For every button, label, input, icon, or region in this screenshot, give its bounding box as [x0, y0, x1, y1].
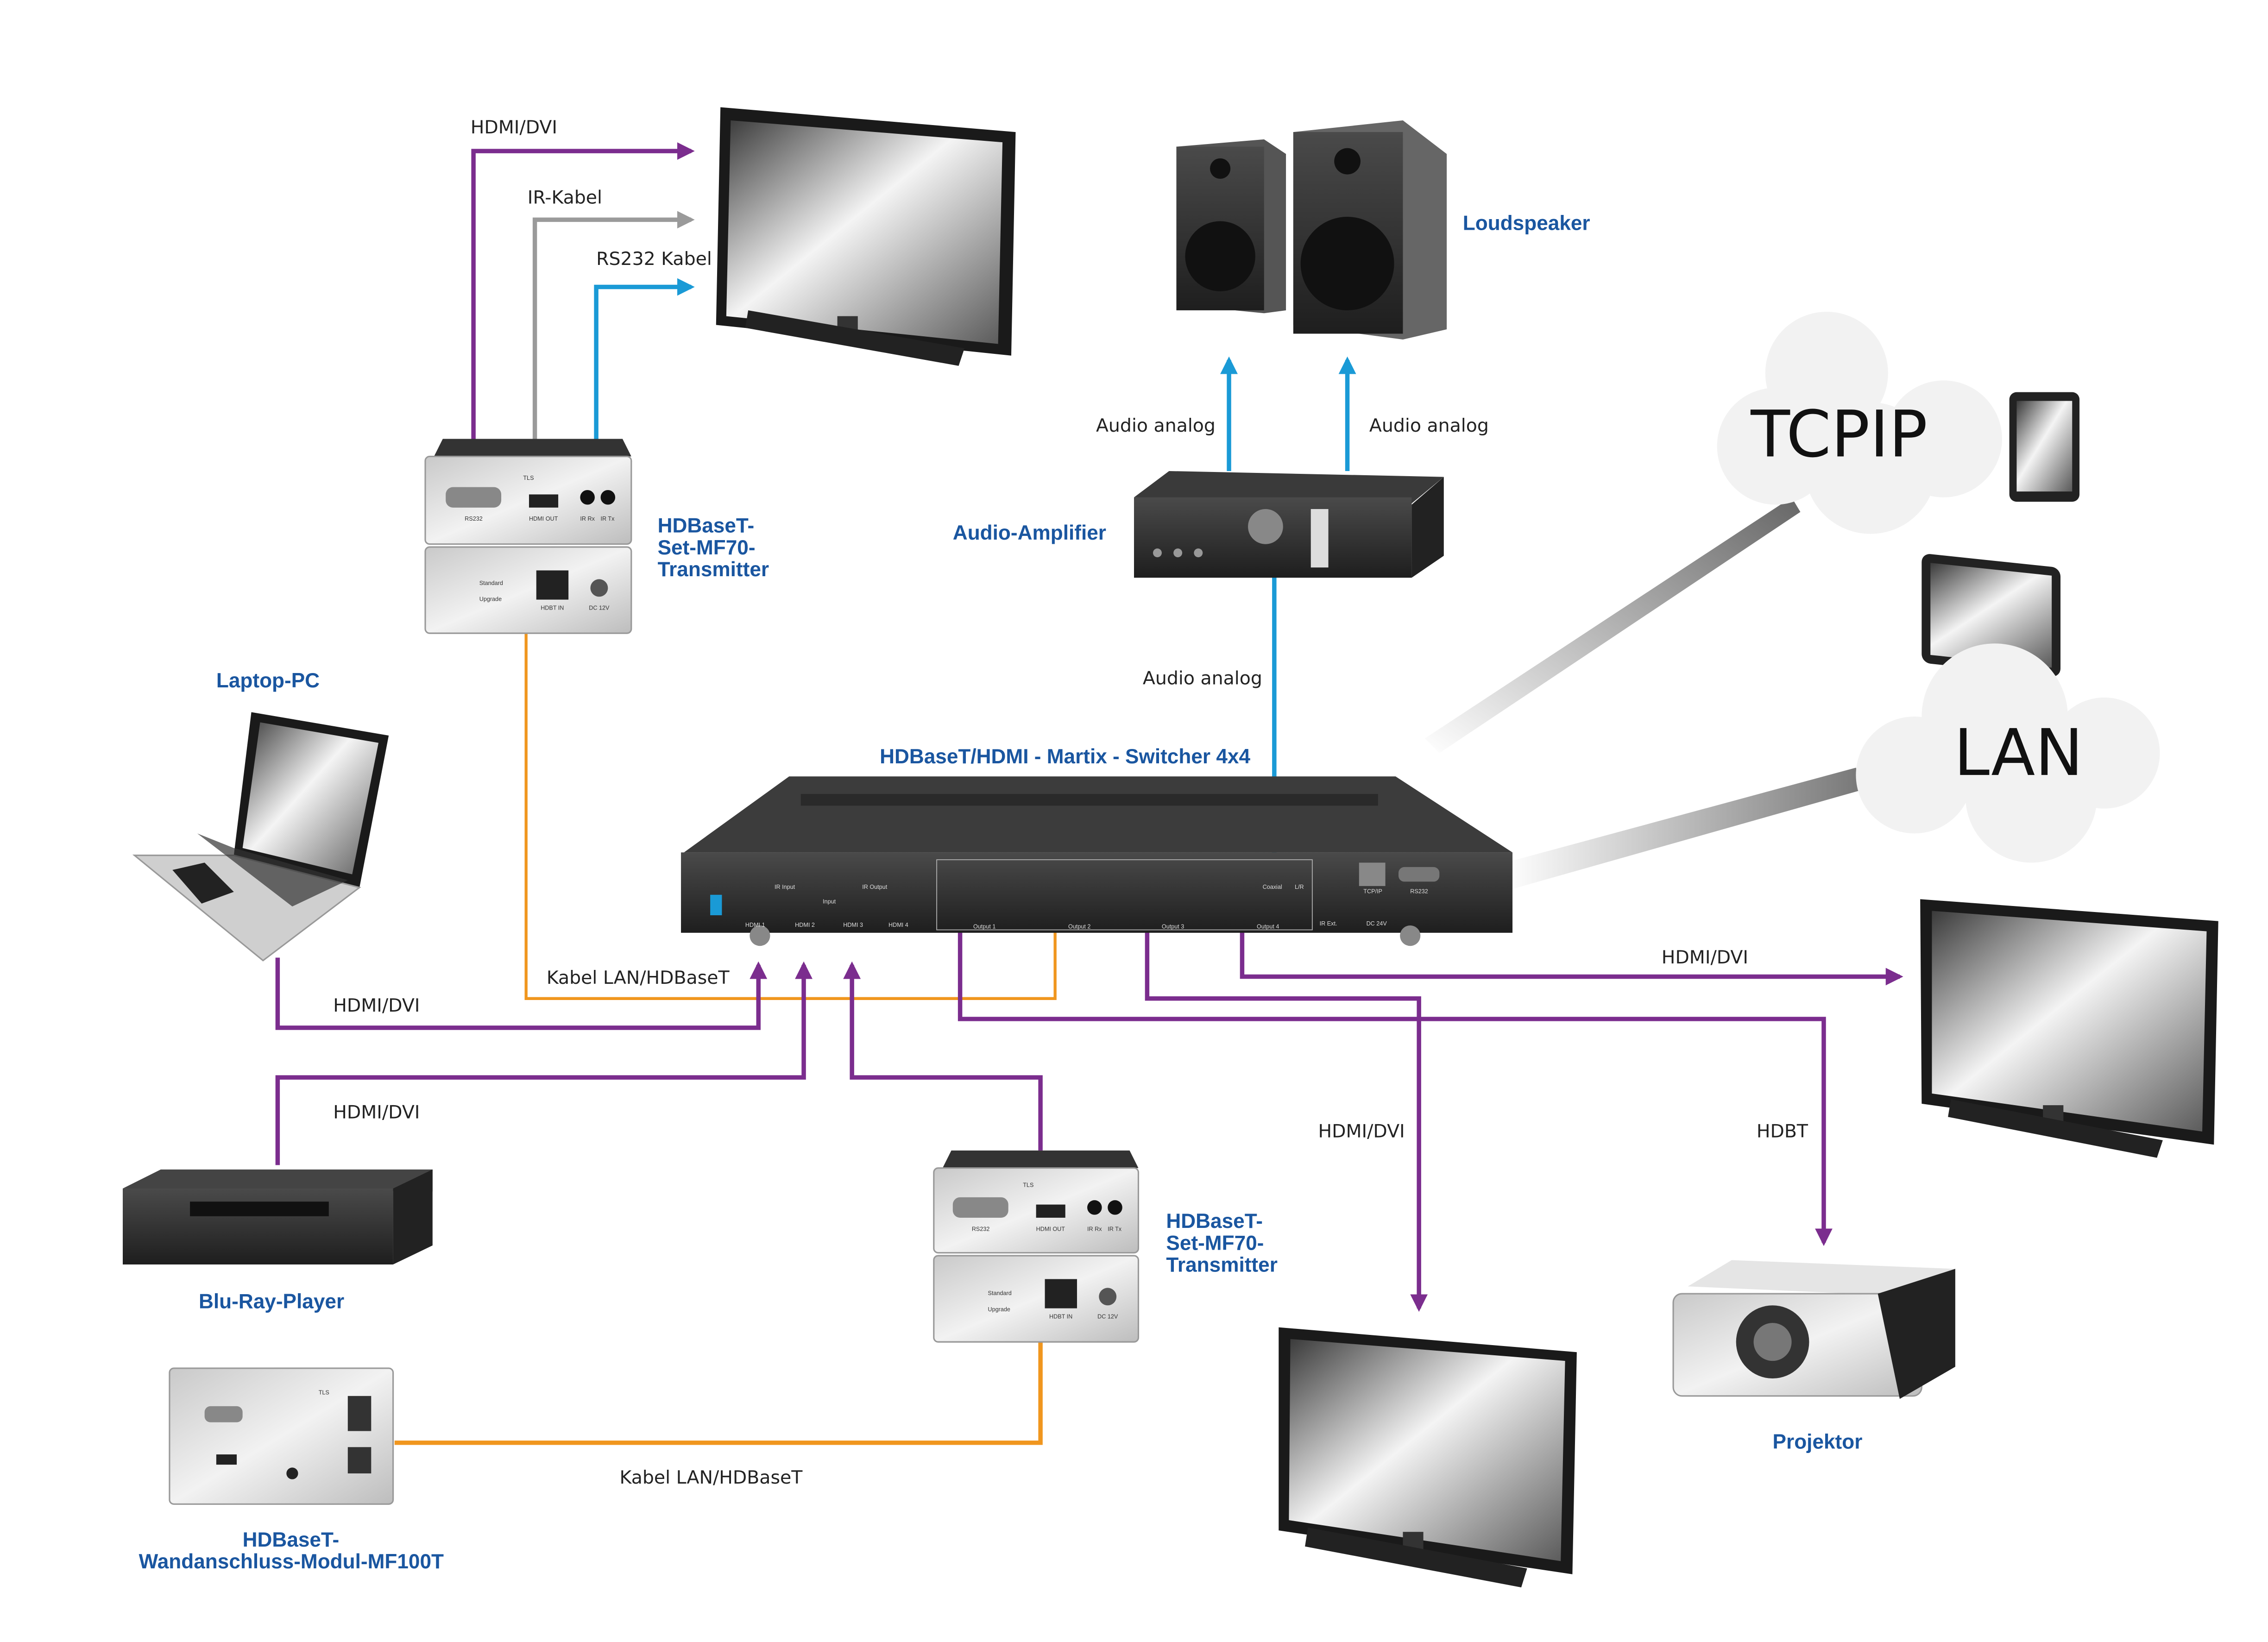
- label-line: Set-MF70-: [658, 536, 756, 559]
- port-coaxial: Coaxial: [1263, 884, 1282, 890]
- rs232-cable-tv1: [594, 278, 695, 439]
- port-output-4: Output 4: [1257, 923, 1279, 930]
- tcpip-label: TCPIP: [1750, 396, 1928, 472]
- laptop-label: Laptop-PC: [216, 669, 320, 692]
- hdbt-cable-projector: [958, 918, 1833, 1246]
- lan-cable-tx1: [524, 633, 1057, 1000]
- brand-logo: TLS: [319, 1390, 329, 1396]
- port-ir-rx: IR Rx: [580, 516, 595, 522]
- port-rs232-switcher: RS232: [1410, 888, 1428, 895]
- transmitter-1-label: HDBaseT- Set-MF70- Transmitter: [658, 514, 769, 581]
- switch-upgrade: Upgrade: [988, 1306, 1010, 1313]
- port-ir-output: IR Output: [862, 884, 887, 890]
- lan-cloud: LAN: [1856, 643, 2160, 863]
- label-line: Set-MF70-: [1166, 1232, 1264, 1254]
- bluray-label: Blu-Ray-Player: [199, 1290, 344, 1313]
- label-ir-kabel: IR-Kabel: [528, 187, 602, 208]
- label-line: Transmitter: [658, 558, 769, 581]
- port-ir-ext: IR Ext.: [1320, 920, 1337, 927]
- label-hdmi-tv1: HDMI/DVI: [471, 117, 557, 138]
- port-ir-tx: IR Tx: [1108, 1226, 1122, 1232]
- bluray-player: [122, 1169, 433, 1265]
- label-line: Wandanschluss-Modul-MF100T: [139, 1550, 444, 1573]
- label-audio-switcher: Audio analog: [1143, 668, 1262, 689]
- label-hdmi-laptop: HDMI/DVI: [333, 995, 420, 1016]
- lan-link-beam: [1505, 768, 1864, 889]
- tv-monitor-2: [1920, 899, 2218, 1158]
- tcpip-cloud: TCPIP: [1717, 312, 2002, 534]
- label-line: HDBaseT-: [243, 1529, 340, 1551]
- wall-module-label: HDBaseT- Wandanschluss-Modul-MF100T: [139, 1529, 444, 1573]
- label-lan-wallmodule: Kabel LAN/HDBaseT: [620, 1467, 803, 1488]
- hdmi-cable-tx2: [843, 961, 1043, 1151]
- tv-monitor-3: [1279, 1327, 1577, 1588]
- label-line: HDBaseT-: [658, 514, 755, 537]
- label-rs232-kabel: RS232 Kabel: [596, 248, 712, 270]
- hdmi-cable-laptop: [275, 957, 768, 1030]
- switch-standard: Standard: [988, 1290, 1012, 1296]
- hdmi-cable-tv3: [1145, 918, 1428, 1312]
- hdmi-cable-tv2: [1240, 918, 1903, 986]
- switcher-label: HDBaseT/HDMI - Martix - Switcher 4x4: [880, 745, 1250, 768]
- port-input-group: Input: [823, 899, 836, 905]
- port-hdbt-in: HDBT IN: [541, 605, 564, 611]
- brand-logo: TLS: [523, 475, 534, 481]
- projector-label: Projektor: [1773, 1430, 1863, 1453]
- lan-label: LAN: [1954, 715, 2083, 790]
- port-ir-tx: IR Tx: [601, 516, 615, 522]
- port-hdmi-in-1: HDMI 1: [745, 922, 765, 928]
- port-dc24: DC 24V: [1367, 920, 1387, 927]
- loudspeakers: [1176, 120, 1447, 340]
- port-hdmi-in-3: HDMI 3: [843, 922, 863, 928]
- ir-cable-tv1: [532, 211, 695, 439]
- tv-monitor-1: [716, 107, 1016, 366]
- hdmi-cable-tv1: [471, 142, 695, 439]
- audio-amplifier: [1134, 471, 1444, 578]
- port-dc12: DC 12V: [589, 605, 610, 611]
- projector: [1672, 1260, 1955, 1399]
- port-output-3: Output 3: [1162, 923, 1184, 930]
- tcpip-link-beam: [1424, 497, 1801, 753]
- switch-upgrade: Upgrade: [479, 596, 502, 603]
- hdmi-cable-bluray: [275, 961, 813, 1165]
- switch-standard: Standard: [479, 580, 503, 586]
- port-lr: L/R: [1295, 884, 1304, 890]
- port-hdmi-out: HDMI OUT: [529, 516, 558, 522]
- label-lan-tx1: Kabel LAN/HDBaseT: [547, 967, 730, 988]
- port-hdmi-in-4: HDMI 4: [888, 922, 908, 928]
- label-hdbt-projector: HDBT: [1757, 1120, 1808, 1142]
- laptop: [132, 712, 389, 962]
- lan-cable-wallmodule: [394, 1342, 1043, 1445]
- label-audio-right: Audio analog: [1369, 415, 1489, 436]
- amplifier-label: Audio-Amplifier: [953, 522, 1106, 544]
- hdbaset-transmitter-1: TLS RS232 HDMI OUT IR Rx IR Tx Standard …: [424, 439, 632, 634]
- port-output-1: Output 1: [973, 923, 995, 930]
- label-hdmi-tv3: HDMI/DVI: [1318, 1120, 1405, 1142]
- label-line: Transmitter: [1166, 1254, 1278, 1277]
- label-audio-left: Audio analog: [1096, 415, 1216, 436]
- matrix-switcher-4x4: IR Input IR Output Input HDMI 1 HDMI 2 H…: [681, 776, 1513, 946]
- hdbaset-wall-module: TLS: [169, 1367, 394, 1505]
- tablet-icon: [1922, 392, 2080, 677]
- port-ir-rx: IR Rx: [1087, 1226, 1102, 1232]
- port-dc12: DC 12V: [1097, 1314, 1118, 1320]
- port-hdbt-in: HDBT IN: [1049, 1314, 1072, 1320]
- transmitter-2-label: HDBaseT- Set-MF70- Transmitter: [1166, 1210, 1278, 1277]
- port-ir-input: IR Input: [775, 884, 795, 890]
- label-line: HDBaseT-: [1166, 1210, 1263, 1233]
- hdbaset-transmitter-2: TLS RS232 HDMI OUT IR Rx IR Tx Standard …: [933, 1150, 1140, 1343]
- port-output-2: Output 2: [1068, 923, 1090, 930]
- loudspeaker-label: Loudspeaker: [1463, 212, 1590, 234]
- port-rs232: RS232: [465, 516, 483, 522]
- port-hdmi-in-2: HDMI 2: [795, 922, 815, 928]
- port-tcpip: TCP/IP: [1363, 888, 1382, 895]
- label-hdmi-bluray: HDMI/DVI: [333, 1101, 420, 1123]
- brand-logo: TLS: [1023, 1182, 1033, 1189]
- port-rs232: RS232: [972, 1226, 990, 1232]
- label-hdmi-tv2: HDMI/DVI: [1662, 947, 1748, 968]
- port-hdmi-out: HDMI OUT: [1036, 1226, 1065, 1232]
